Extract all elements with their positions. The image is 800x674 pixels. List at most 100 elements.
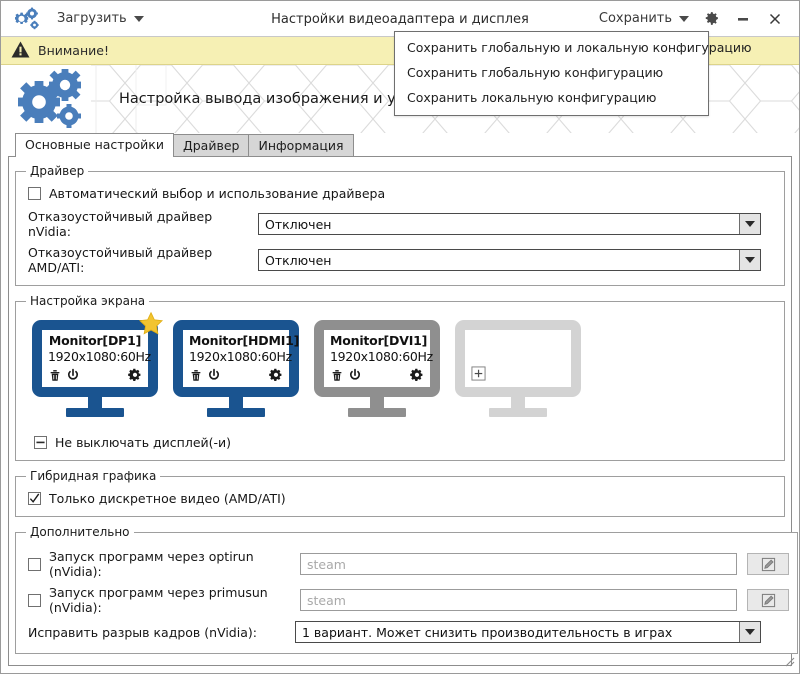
- nvidia-failsafe-row: Отказоустойчивый драйвер nVidia: Отключе…: [28, 209, 776, 239]
- no-blank-display-label: Не выключать дисплей(-и): [55, 435, 232, 450]
- driver-group-legend: Драйвер: [30, 164, 85, 178]
- monitor-neck: [511, 397, 525, 408]
- menu-item-save-global-and-local[interactable]: Сохранить глобальную и локальную конфигу…: [407, 40, 752, 55]
- tearing-fix-value: 1 вариант. Может снизить производительно…: [302, 624, 673, 640]
- monitor-actions: [189, 368, 283, 387]
- screen-group: Настройка экрана Monitor[DP1] 1920x1080:…: [15, 294, 785, 461]
- monitor-card-add-slot[interactable]: [455, 320, 581, 417]
- tab-content-pane: Драйвер Автоматический выбор и использов…: [8, 156, 798, 666]
- primusrun-input-placeholder: steam: [307, 592, 346, 608]
- screen-group-legend: Настройка экрана: [30, 294, 146, 308]
- monitor-base: [207, 408, 265, 417]
- monitor-name: Monitor[DP1]: [48, 333, 142, 348]
- monitor-card-dp1[interactable]: Monitor[DP1] 1920x1080:60Hz: [32, 311, 164, 417]
- optirun-checkbox[interactable]: [28, 557, 41, 571]
- add-monitor-actions: [471, 366, 565, 387]
- monitor-screen: [455, 320, 581, 397]
- chevron-down-icon[interactable]: [739, 622, 760, 642]
- nvidia-failsafe-value: Отключен: [265, 216, 332, 232]
- primusrun-edit-button[interactable]: [747, 589, 789, 611]
- load-button[interactable]: Загрузить: [51, 8, 150, 29]
- gear-icon[interactable]: [410, 368, 424, 385]
- hybrid-graphics-group: Гибридная графика Только дискретное виде…: [15, 469, 785, 517]
- primary-star-icon: [138, 311, 164, 340]
- chevron-down-icon: [679, 15, 689, 22]
- warning-text: Внимание!: [38, 43, 109, 58]
- monitor-screen: Monitor[HDMI1] 1920x1080:60Hz: [173, 320, 299, 397]
- load-button-label: Загрузить: [57, 11, 127, 26]
- close-button[interactable]: [759, 4, 791, 34]
- optirun-label: Запуск программ через optirun (nVidia):: [49, 549, 254, 579]
- hybrid-graphics-legend: Гибридная графика: [30, 469, 157, 483]
- tab-information[interactable]: Информация: [248, 134, 354, 157]
- discrete-video-row[interactable]: Только дискретное видео (AMD/ATI): [28, 491, 776, 506]
- plus-icon[interactable]: [471, 366, 486, 384]
- monitor-neck: [229, 397, 243, 408]
- menu-item-save-global[interactable]: Сохранить глобальную конфигурацию: [407, 65, 664, 80]
- monitor-base: [66, 408, 124, 417]
- auto-driver-checkbox[interactable]: [28, 187, 41, 200]
- menu-item-save-local[interactable]: Сохранить локальную конфигурацию: [407, 90, 657, 105]
- optirun-input[interactable]: steam: [300, 553, 737, 575]
- trash-icon[interactable]: [189, 368, 203, 385]
- trash-icon[interactable]: [330, 368, 344, 385]
- app-gears-icon: [13, 7, 41, 31]
- monitor-card-dvi1[interactable]: Monitor[DVI1] 1920x1080:60Hz: [314, 320, 440, 417]
- monitor-actions: [48, 368, 142, 387]
- auto-driver-label: Автоматический выбор и использование дра…: [49, 186, 386, 201]
- title-bar-right-controls: Сохранить: [593, 4, 791, 34]
- chevron-down-icon[interactable]: [739, 214, 760, 234]
- optirun-row: Запуск программ через optirun (nVidia): …: [28, 549, 789, 579]
- primusrun-checkbox[interactable]: [28, 593, 41, 607]
- tab-driver[interactable]: Драйвер: [172, 134, 250, 157]
- resize-grip[interactable]: [782, 654, 796, 671]
- chevron-down-icon[interactable]: [739, 250, 760, 270]
- gear-icon[interactable]: [269, 368, 283, 385]
- monitor-neck: [88, 397, 102, 408]
- optirun-edit-button[interactable]: [747, 553, 789, 575]
- auto-driver-row[interactable]: Автоматический выбор и использование дра…: [28, 186, 776, 201]
- monitor-screen: Monitor[DP1] 1920x1080:60Hz: [32, 320, 158, 397]
- discrete-video-checkbox[interactable]: [28, 492, 41, 505]
- chevron-down-icon: [133, 15, 144, 22]
- tearing-fix-combobox[interactable]: 1 вариант. Может снизить производительно…: [295, 621, 761, 643]
- amd-failsafe-value: Отключен: [265, 252, 332, 268]
- monitor-screen: Monitor[DVI1] 1920x1080:60Hz: [314, 320, 440, 397]
- monitor-base: [489, 408, 547, 417]
- monitor-mode: 1920x1080:60Hz: [48, 349, 151, 364]
- additional-group-legend: Дополнительно: [30, 525, 130, 539]
- power-icon[interactable]: [348, 368, 362, 385]
- monitor-mode: 1920x1080:60Hz: [189, 349, 292, 364]
- primusrun-input[interactable]: steam: [300, 589, 737, 611]
- power-icon[interactable]: [207, 368, 221, 385]
- save-button[interactable]: Сохранить: [593, 8, 695, 29]
- save-dropdown-menu[interactable]: Сохранить глобальную и локальную конфигу…: [394, 31, 752, 116]
- trash-icon[interactable]: [48, 368, 62, 385]
- nvidia-failsafe-label: Отказоустойчивый драйвер nVidia:: [28, 209, 213, 239]
- primusrun-row: Запуск программ через primusun (nVidia):…: [28, 585, 789, 615]
- amd-failsafe-combobox[interactable]: Отключен: [258, 249, 761, 271]
- amd-failsafe-row: Отказоустойчивый драйвер AMD/ATI: Отключ…: [28, 245, 776, 275]
- no-blank-display-checkbox[interactable]: [34, 436, 47, 449]
- gear-icon[interactable]: [128, 368, 142, 385]
- monitor-name: Monitor[HDMI1]: [189, 333, 300, 348]
- warning-triangle-icon: [11, 40, 30, 61]
- monitor-card-hdmi1[interactable]: Monitor[HDMI1] 1920x1080:60Hz: [173, 320, 299, 417]
- monitor-name: Monitor[DVI1]: [330, 333, 428, 348]
- discrete-video-label: Только дискретное видео (AMD/ATI): [49, 491, 286, 506]
- save-button-label: Сохранить: [598, 11, 672, 26]
- tearing-fix-label: Исправить разрыв кадров (nVidia):: [28, 624, 257, 640]
- nvidia-failsafe-combobox[interactable]: Отключен: [258, 213, 761, 235]
- tab-strip: Основные настройки Драйвер Информация: [1, 133, 799, 157]
- monitor-base: [348, 408, 406, 417]
- no-blank-display-row[interactable]: Не выключать дисплей(-и): [34, 435, 776, 450]
- banner-gears-icon: [15, 68, 107, 130]
- monitor-list: Monitor[DP1] 1920x1080:60Hz: [24, 311, 776, 419]
- minimize-button[interactable]: [727, 4, 759, 34]
- settings-gear-button[interactable]: [695, 4, 727, 34]
- tab-main-settings[interactable]: Основные настройки: [15, 133, 174, 157]
- primusrun-label: Запуск программ через primusun (nVidia):: [49, 585, 268, 615]
- power-icon[interactable]: [66, 368, 80, 385]
- tearing-fix-row: Исправить разрыв кадров (nVidia): 1 вари…: [28, 621, 789, 643]
